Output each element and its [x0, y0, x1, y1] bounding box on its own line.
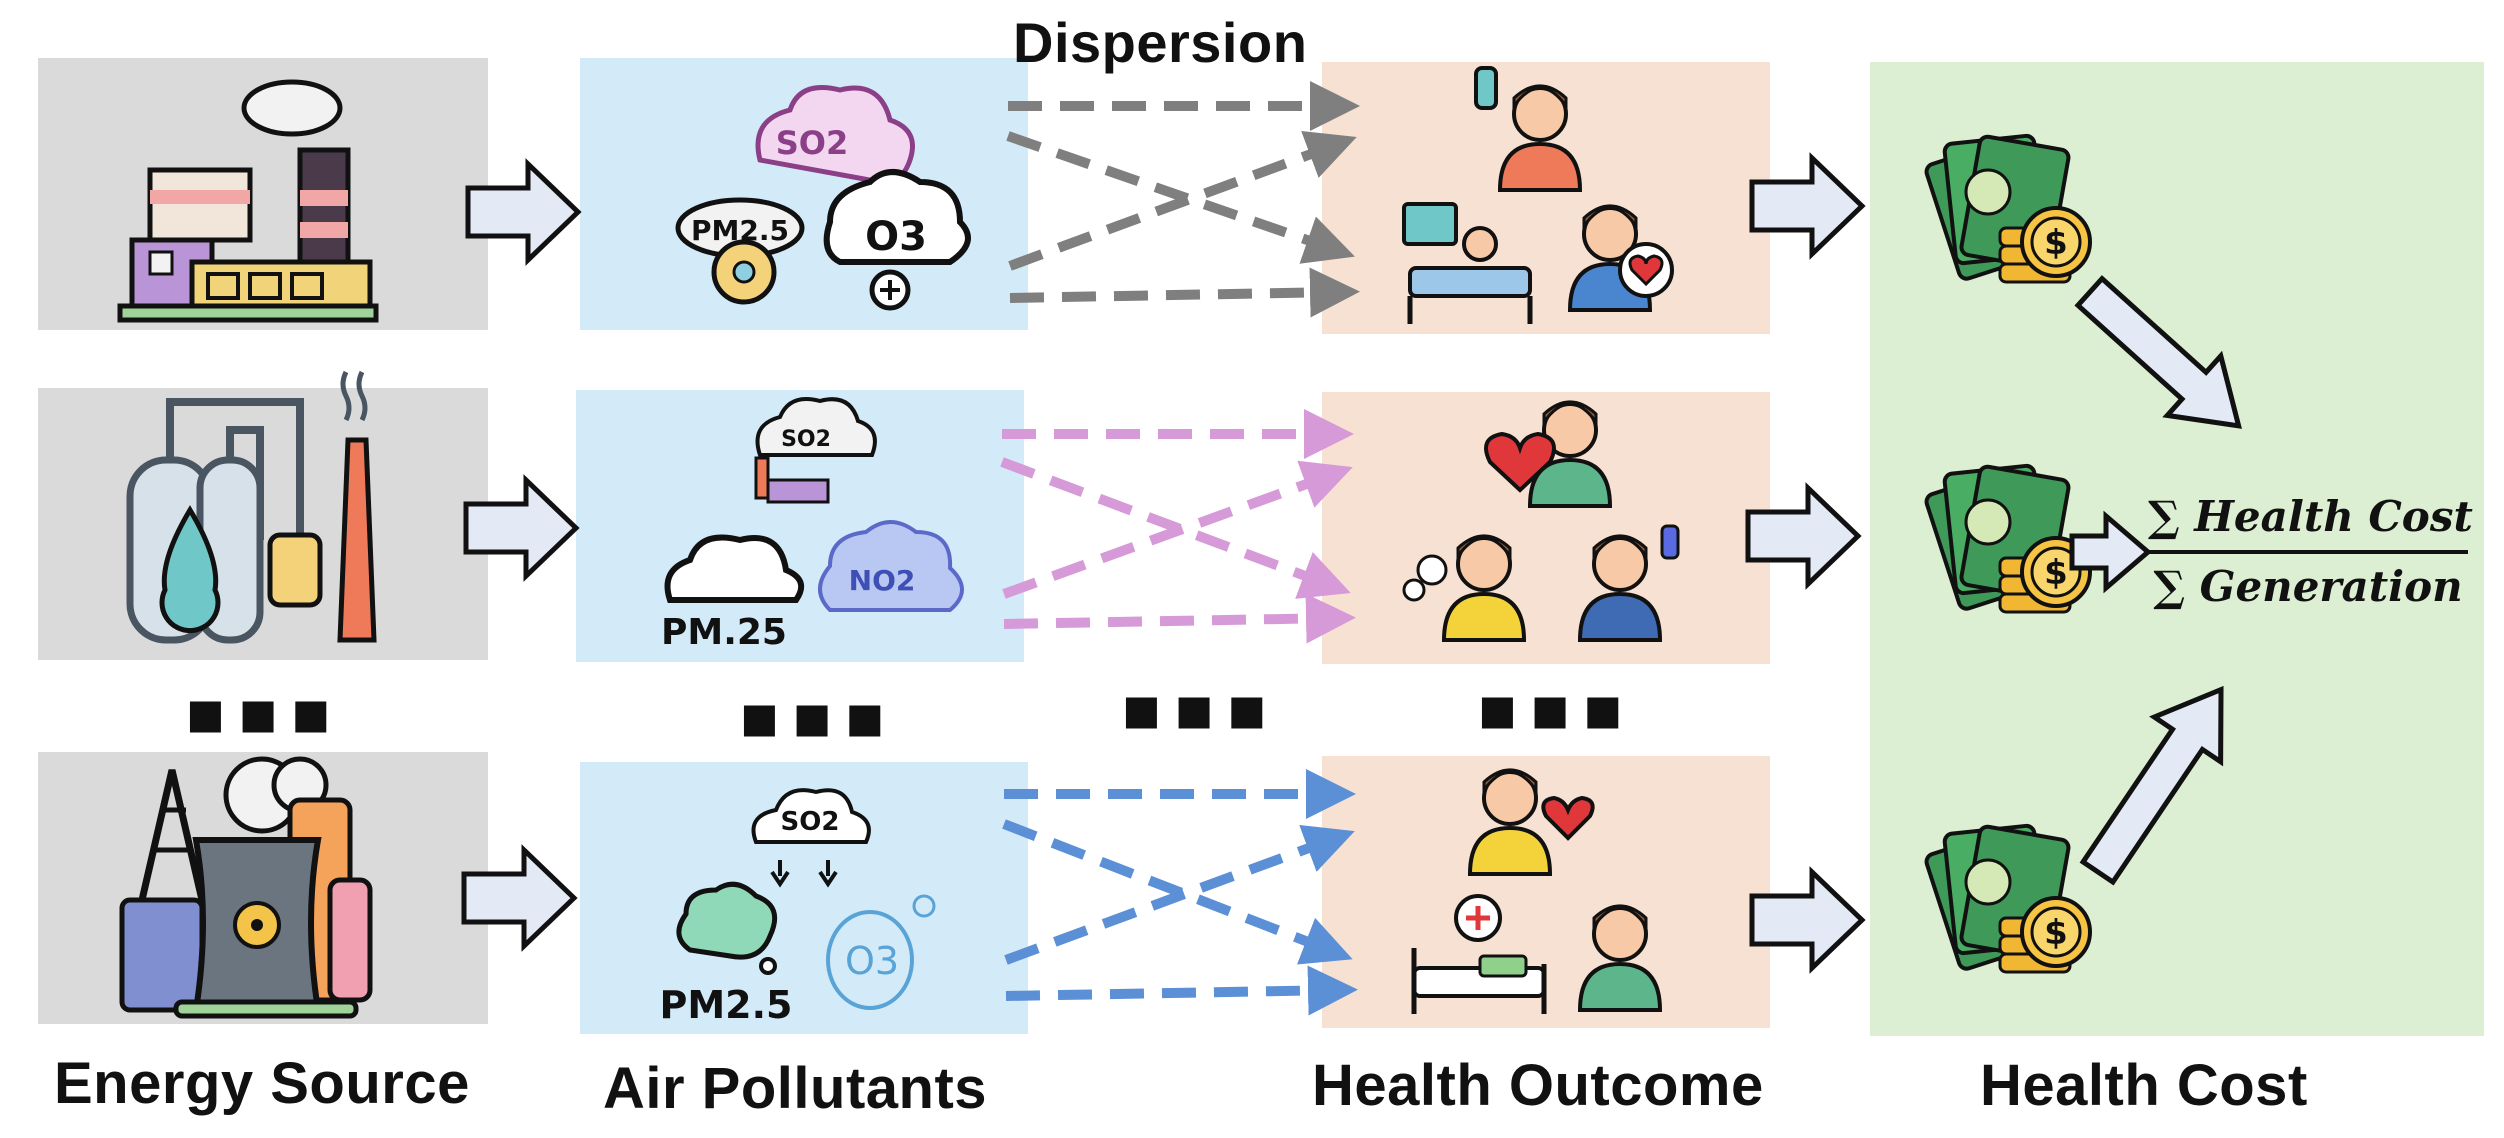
- arrow-energy-to-pollutants-1: [468, 164, 578, 260]
- dispersion-connectors-row-2: [1000, 409, 1356, 644]
- health-outcome-label: Health Outcome: [1312, 1053, 1764, 1118]
- formula-numerator: ∑ Health Cost: [2148, 492, 2473, 541]
- dispersion-connectors-row-3: [1002, 769, 1358, 1016]
- coughing-person-icon: [1402, 534, 1526, 642]
- arrow-outcome-to-cost-1: [1752, 158, 1862, 254]
- formula-fraction-bar: [2148, 550, 2468, 554]
- no2-cloud-icon: NO2: [818, 520, 964, 612]
- pm25-cloud-icon: PM.25: [661, 534, 805, 653]
- arrow-outcome-to-cost-3: [1752, 872, 1862, 968]
- ozone-cloud-icon: O3: [823, 169, 971, 311]
- power-plant-icon: [117, 79, 379, 323]
- dispersion-label: Dispersion: [1013, 11, 1308, 74]
- arrow-cost-to-formula-2: [2069, 510, 2152, 594]
- ellipsis-outcome: ■■■: [1478, 674, 1636, 746]
- pm25-label-3: PM2.5: [660, 983, 793, 1027]
- arrow-energy-to-pollutants-3: [464, 850, 574, 946]
- energy-source-label: Energy Source: [54, 1051, 470, 1116]
- arrow-outcome-to-cost-2: [1748, 488, 1858, 584]
- arrow-cost-to-formula-1: [2074, 275, 2242, 429]
- hospital-bed-icon-2: [1411, 894, 1547, 1014]
- ellipsis-dispersion: ■■■: [1122, 674, 1280, 746]
- pm25-label-2: PM.25: [661, 612, 787, 653]
- cost-formula: ∑ Health Cost ∑ Generation: [2148, 490, 2473, 614]
- dispersion-connectors-row-1: [1006, 81, 1360, 318]
- pm25-sensor-icon: PM2.5: [675, 197, 805, 305]
- asthma-person-icon: [1474, 66, 1582, 192]
- formula-denominator: ∑ Generation: [2153, 562, 2463, 611]
- so2-label-1: SO2: [776, 124, 849, 162]
- so2-label-3: SO2: [781, 807, 840, 837]
- factory-smoke-icon: SO2: [754, 397, 877, 504]
- heart-attack-person-icon: [1568, 204, 1674, 312]
- sweating-person-icon: [1578, 904, 1662, 1012]
- arrow-energy-to-pollutants-2: [466, 480, 576, 576]
- money-stack-icon-1: [1922, 133, 2092, 284]
- money-stack-icon-3: [1922, 823, 2092, 974]
- heart-pain-person-icon: [1484, 400, 1612, 508]
- gas-refinery-icon: [126, 370, 377, 644]
- o3-label-1: O3: [865, 214, 927, 260]
- hospital-bed-icon: [1402, 202, 1533, 324]
- o3-label-3: O3: [845, 939, 899, 983]
- asthma-person-icon-2: [1578, 524, 1680, 642]
- heart-pain-person-icon-2: [1468, 768, 1595, 876]
- arrow-cost-to-formula-3: [2079, 685, 2224, 886]
- air-pollutants-label: Air Pollutants: [603, 1056, 988, 1121]
- so2-cloud-icon: SO2: [755, 85, 915, 185]
- ellipsis-pollutants: ■■■: [740, 682, 898, 754]
- money-stack-icon-2: [1922, 463, 2092, 614]
- so2-down-cloud-icon: SO2: [751, 788, 871, 888]
- so2-label-2: SO2: [781, 427, 831, 452]
- ellipsis-energy: ■■■: [186, 678, 344, 750]
- health-cost-label: Health Cost: [1980, 1053, 2308, 1118]
- no2-label-2: NO2: [849, 564, 916, 597]
- pm25-blob-icon: PM2.5: [660, 881, 793, 1027]
- ozone-bubble-icon: O3: [826, 894, 936, 1010]
- nuclear-plant-icon: [119, 756, 373, 1019]
